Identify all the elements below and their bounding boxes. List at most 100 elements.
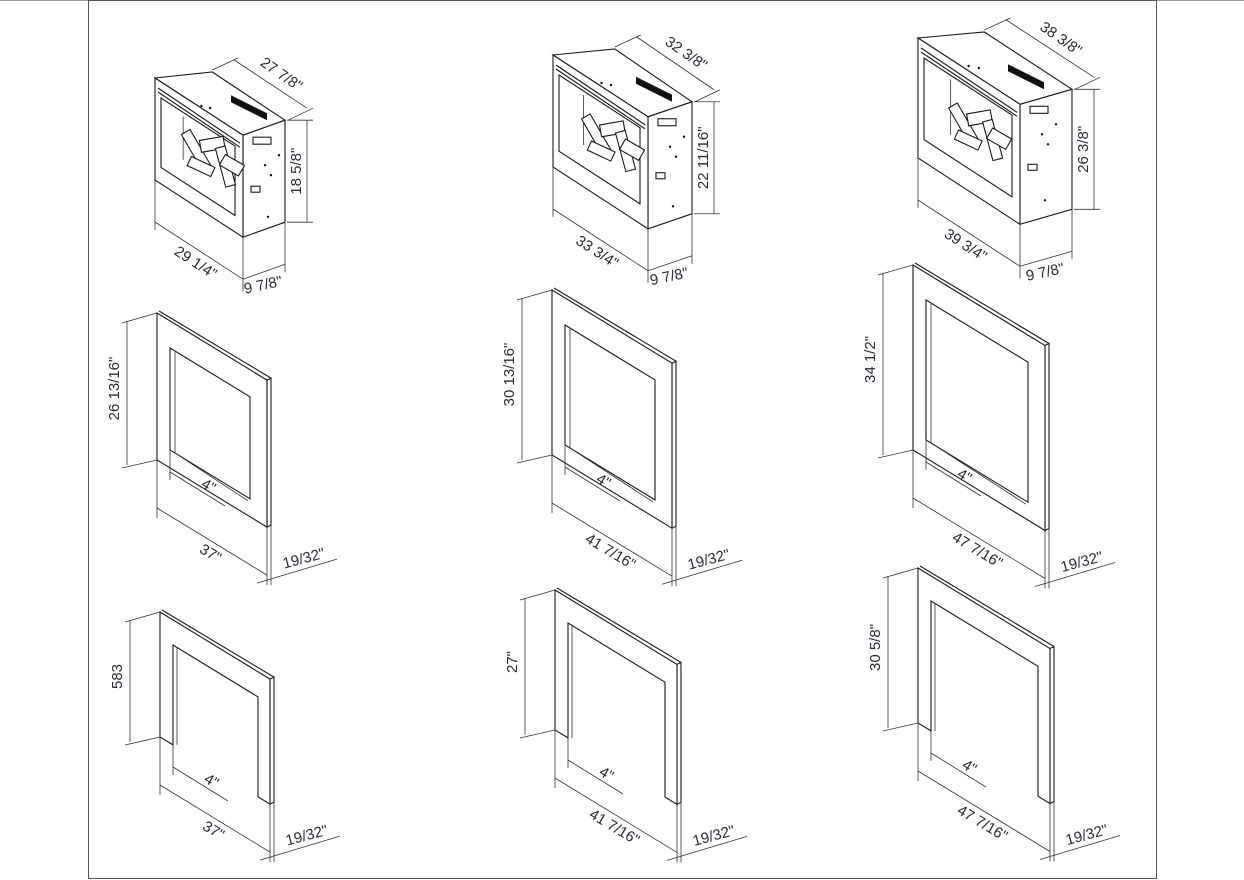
dim-line	[1034, 562, 1116, 587]
frame-inner-opening	[925, 299, 1029, 504]
trim-2-thickness-dimension: 19/32"	[691, 822, 737, 850]
dim-line	[930, 752, 987, 788]
dim-extension-line	[519, 589, 556, 601]
frame-edge-strip	[266, 377, 272, 528]
frame-inner-opening	[564, 324, 656, 501]
dim-line	[917, 199, 1021, 267]
unit-side-face	[1019, 88, 1073, 226]
frame-2-thickness-dimension: 19/32"	[686, 546, 732, 574]
log-icon	[186, 155, 216, 178]
screw-dot	[277, 154, 281, 157]
dim-line	[1019, 250, 1073, 267]
screw-dot	[600, 81, 603, 85]
unit-2-width-dimension: 33 3/4"	[573, 232, 622, 272]
surround-frame-1	[121, 310, 338, 586]
dim-extension-line	[519, 729, 556, 739]
unit-firebox-opening	[923, 56, 1013, 198]
screw-dot	[266, 215, 270, 218]
trim-1-thickness-dimension: 19/32"	[284, 822, 330, 850]
surround-frame-2	[516, 287, 743, 587]
dim-extension-line	[124, 736, 161, 746]
trim-top-edge	[556, 587, 682, 663]
frame-2-height-dimension: 30 13/16"	[501, 343, 518, 407]
trim-2-height-dimension: 27"	[504, 651, 521, 673]
dim-line	[666, 836, 748, 861]
handle-icon	[252, 136, 272, 145]
vent-icon	[231, 95, 267, 121]
dim-line	[1006, 19, 1095, 78]
screw-dot	[1046, 143, 1050, 146]
dim-line	[169, 471, 226, 507]
dim-line	[256, 558, 338, 584]
dim-extension-line	[882, 722, 919, 732]
frame-top-edge	[914, 262, 1050, 344]
screw-dot	[668, 145, 672, 148]
screw-dot	[674, 155, 678, 158]
dim-extension-line	[1074, 76, 1101, 90]
unit-3-depth-top-dimension: 38 3/8"	[1037, 19, 1085, 60]
unit-side-face	[242, 119, 286, 238]
frame-3-width-dimension: 47 7/16"	[949, 529, 1005, 572]
screw-dot	[671, 205, 675, 208]
dim-line	[636, 36, 715, 91]
trim-top-edge	[919, 565, 1055, 647]
frame-inner-bevel	[930, 304, 1027, 505]
unit-1-width-dimension: 29 1/4"	[171, 243, 220, 283]
trim-1-height-dimension: 583	[109, 664, 126, 689]
frame-edge-strip	[671, 360, 677, 530]
dim-line	[259, 835, 341, 861]
dim-extension-line	[516, 454, 553, 464]
frame-1-width-dimension: 37"	[197, 541, 225, 567]
dim-line	[912, 497, 1046, 579]
unit-1-height-dimension: 18 5/8"	[288, 148, 305, 195]
frame-3-thickness-dimension: 19/32"	[1059, 548, 1105, 576]
fireplace-unit-1	[153, 57, 314, 292]
dim-line	[554, 777, 678, 853]
screw-dot	[682, 135, 686, 138]
trim-1-border-dimension: 4"	[201, 770, 221, 792]
dim-extension-line	[516, 289, 553, 301]
dim-line	[1039, 835, 1121, 860]
dim-line	[661, 559, 743, 585]
dim-extension-line	[877, 264, 914, 276]
screw-dot	[269, 174, 273, 177]
dim-line	[159, 784, 271, 853]
frame-inner-bevel	[569, 329, 654, 503]
trim-3-height-dimension: 30 5/8"	[867, 624, 884, 671]
unit-2-height-dimension: 22 11/16"	[695, 126, 712, 189]
unit-top-trim-line	[920, 51, 1018, 117]
trim-2-labels: 27" 4" 41 7/16" 19/32"	[504, 651, 737, 850]
unit-side-face	[647, 101, 693, 230]
trim-3	[882, 565, 1121, 862]
trim-outline	[159, 611, 271, 806]
trim-3-width-dimension: 47 7/16"	[954, 802, 1010, 845]
dim-extension-line	[984, 17, 1011, 31]
trim-2-width-dimension: 41 7/16"	[586, 806, 642, 849]
screw-dot	[200, 104, 203, 108]
frame-1-thickness-dimension: 19/32"	[281, 545, 327, 573]
unit-3-width-dimension: 39 3/4"	[941, 225, 990, 265]
surround-frame-3	[877, 262, 1116, 589]
dim-line	[917, 770, 1051, 852]
trim-3-labels: 30 5/8" 4" 47 7/16" 19/32"	[867, 624, 1110, 849]
trim-1-width-dimension: 37"	[200, 818, 228, 844]
handle-icon	[1029, 105, 1049, 114]
trim-2-border-dimension: 4"	[596, 763, 616, 785]
trim-2	[519, 587, 748, 863]
dim-line	[567, 759, 624, 795]
vent-icon	[636, 76, 672, 102]
dim-extension-line	[694, 89, 721, 103]
trim-3-border-dimension: 4"	[959, 756, 979, 778]
unit-3-depth-dimension: 9 7/8"	[1024, 260, 1065, 285]
dim-line	[551, 502, 673, 577]
screw-dot	[209, 106, 212, 110]
log-icon	[586, 140, 616, 162]
screw-dot	[1043, 199, 1047, 202]
unit-1-depth-top-dimension: 27 7/8"	[257, 54, 305, 95]
dim-extension-line	[287, 107, 314, 121]
log-icon	[985, 127, 1013, 151]
dim-line	[552, 208, 649, 272]
trim-outline	[917, 567, 1051, 805]
frame-1-height-dimension: 26 13/16"	[106, 357, 123, 421]
